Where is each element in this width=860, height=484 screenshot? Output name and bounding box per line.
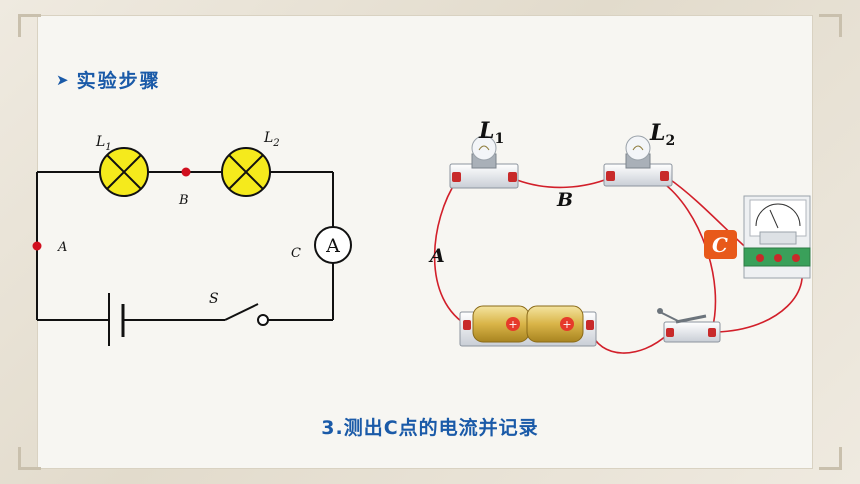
frame-corner-ornament: [819, 14, 842, 37]
switch-contact: [257, 314, 269, 326]
photo-lamp-1-label: L1: [478, 118, 504, 147]
node-dot-a: [32, 241, 42, 251]
battery-apparatus: + +: [459, 305, 597, 347]
wire-b: [516, 177, 611, 189]
frame-corner-ornament: [18, 447, 41, 470]
photo-lamp-2-label: L2: [649, 120, 675, 149]
arrow-right-icon: ➤: [56, 70, 69, 89]
point-b-label: B: [178, 193, 189, 208]
frame-corner-ornament: [18, 14, 41, 37]
ammeter-apparatus: [743, 195, 811, 279]
ammeter-letter: A: [325, 235, 340, 257]
point-a-label: A: [57, 240, 67, 255]
section-heading: ➤ 实验步骤: [56, 66, 161, 93]
lamp-1-apparatus: [449, 135, 519, 189]
lamp-2-label: L2: [263, 130, 280, 149]
point-c-label: C: [291, 246, 301, 261]
lamp-2-apparatus: [603, 135, 673, 187]
lamp-2-symbol: [221, 147, 271, 197]
wire-a: [433, 179, 471, 328]
ammeter-symbol: [314, 226, 352, 264]
svg-text:+: +: [562, 318, 571, 331]
svg-text:+: +: [508, 318, 517, 331]
step-caption: 3.测出C点的电流并记录: [321, 417, 539, 439]
wire-battery-to-switch: [589, 329, 669, 354]
switch-label: S: [209, 291, 219, 307]
frame-corner-ornament: [819, 447, 842, 470]
switch-apparatus: [657, 308, 721, 343]
heading-text: 实验步骤: [76, 70, 161, 92]
photo-wire-b-label: B: [556, 189, 573, 211]
point-c-badge: [704, 230, 737, 259]
point-c-badge-letter: C: [712, 233, 728, 257]
node-dot-b: [181, 167, 191, 177]
content-panel: [38, 16, 812, 468]
lamp-1-label: L1: [95, 134, 112, 153]
lamp-1-symbol: [99, 147, 149, 197]
photo-wire-a-label: A: [428, 245, 445, 267]
